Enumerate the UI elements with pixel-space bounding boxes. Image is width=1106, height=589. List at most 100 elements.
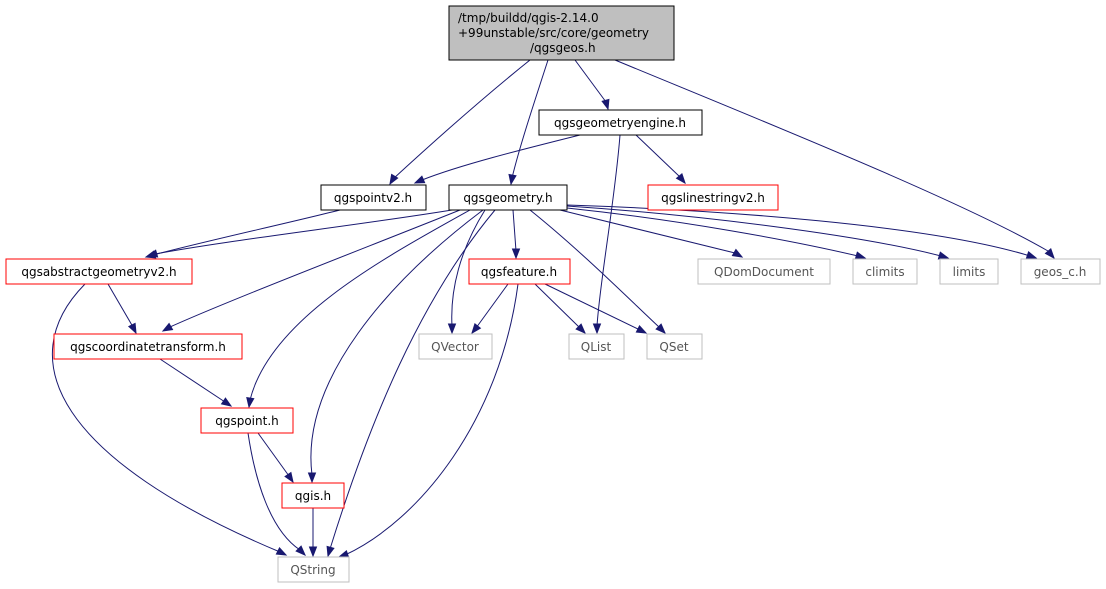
node-box (852, 258, 918, 285)
edge-arrowhead (161, 322, 174, 332)
edge-line (451, 209, 486, 327)
edge-line (154, 209, 453, 255)
node-qgsgeometry-h[interactable]: qgsgeometry.h (448, 184, 568, 211)
node-qvector[interactable]: QVector (418, 333, 493, 360)
node-box (697, 258, 831, 285)
edge-qgsfeature-h-to-qstring (337, 283, 519, 559)
edge-line (614, 59, 1049, 252)
edge-qgsgeometry-h-to-qdomdocument (559, 209, 744, 258)
edge-arrowhead (601, 98, 610, 111)
node-qdomdocument[interactable]: QDomDocument (697, 258, 831, 285)
node-box (568, 333, 625, 360)
edge-root-to-qgsgeometry-h (508, 59, 549, 186)
node-qgslinestringv2-h[interactable]: qgslinestringv2.h (647, 184, 779, 211)
edges-layer (51, 59, 1055, 559)
node-label: qgslinestringv2.h (661, 191, 765, 205)
edge-qgis-h-to-qstring (308, 508, 318, 558)
edge-qgsabstractgeometryv2-h-to-qgscoordinatetransform-h (107, 283, 137, 335)
node-label: QSet (659, 340, 688, 354)
edge-arrowhead (731, 248, 744, 258)
edge-line (511, 59, 549, 179)
edge-arrowhead (655, 323, 666, 334)
edge-qgsgeometryengine-h-to-qgspointv2-h (413, 134, 581, 184)
edge-arrowhead (592, 323, 602, 335)
node-box (200, 407, 294, 434)
node-qgsabstractgeometryv2-h[interactable]: qgsabstractgeometryv2.h (5, 258, 193, 285)
edge-root-to-qgsgeometryengine-h (574, 59, 610, 111)
node-label: QDomDocument (714, 265, 814, 279)
node-qgis-h[interactable]: qgis.h (281, 482, 345, 509)
node-qstring[interactable]: QString (277, 556, 350, 583)
edge-qgsgeometry-h-to-qgsabstractgeometryv2-h (146, 209, 453, 258)
edge-line (169, 209, 461, 328)
edge-line (159, 358, 226, 403)
edge-arrowhead (307, 472, 317, 484)
node-qlist[interactable]: QList (568, 333, 625, 360)
edge-qgsgeometry-h-to-qgscoordinatetransform-h (161, 209, 461, 332)
node-label: qgsfeature.h (481, 265, 557, 279)
edge-line (51, 283, 281, 553)
node-qgsfeature-h[interactable]: qgsfeature.h (468, 258, 571, 285)
node-qgsgeometryengine-h[interactable]: qgsgeometryengine.h (538, 109, 703, 136)
edge-arrowhead (295, 545, 306, 556)
node-label: climits (865, 265, 904, 279)
node-box (646, 333, 703, 360)
node-qset[interactable]: QSet (646, 333, 703, 360)
node-label: qgscoordinatetransform.h (70, 340, 226, 354)
node-label: QList (581, 340, 612, 354)
edge-arrowhead (220, 397, 233, 407)
node-label: geos_c.h (1034, 265, 1087, 279)
edge-arrowhead (308, 546, 318, 558)
node-label: QString (290, 563, 335, 577)
edge-qgspoint-h-to-qgis-h (257, 432, 294, 484)
edge-arrowhead (127, 322, 137, 335)
edge-line (635, 134, 681, 178)
edge-arrowhead (575, 323, 586, 334)
edge-arrowhead (146, 249, 159, 258)
edge-line (107, 283, 134, 328)
edge-line (152, 209, 341, 256)
node-qgspointv2-h[interactable]: qgspointv2.h (320, 184, 427, 211)
edge-line (559, 209, 736, 254)
node-qgscoordinatetransform-h[interactable]: qgscoordinatetransform.h (53, 333, 243, 360)
edge-qgsgeometry-h-to-qgsfeature-h (511, 209, 521, 260)
root-label-line-1: /tmp/buildd/qgis-2.14.0 (458, 11, 599, 25)
edge-qgsgeometry-h-to-climits (566, 207, 867, 260)
edge-line (566, 204, 1031, 257)
node-geos-c-h[interactable]: geos_c.h (1020, 258, 1101, 285)
edge-arrowhead (854, 251, 867, 260)
edge-line (529, 209, 661, 329)
node-label: qgsabstractgeometryv2.h (21, 265, 176, 279)
node-box (418, 333, 493, 360)
node-label: QVector (431, 340, 479, 354)
edge-arrowhead (508, 173, 517, 186)
node-box (5, 258, 193, 285)
edge-qgsgeometryengine-h-to-qgslinestringv2-h (635, 134, 686, 185)
edge-qgsgeometry-h-to-qgis-h (307, 209, 484, 484)
edge-arrowhead (337, 549, 350, 559)
node-label: limits (953, 265, 986, 279)
edge-arrowhead (937, 251, 950, 260)
edge-qgscoordinatetransform-h-to-qgspoint-h (159, 358, 233, 407)
edge-line (574, 59, 607, 103)
edge-line (566, 205, 942, 257)
edge-line (329, 209, 496, 550)
edge-qgsgeometry-h-to-qgspoint-h (246, 209, 471, 409)
node-box (1020, 258, 1101, 285)
node-label: qgspoint.h (215, 414, 279, 428)
node-box (647, 184, 779, 211)
edge-qgsgeometry-h-to-geos-c-h (566, 204, 1038, 260)
node-limits[interactable]: limits (939, 258, 999, 285)
edge-arrowhead (1044, 248, 1055, 260)
edge-arrowhead (275, 546, 288, 556)
node-qgspoint-h[interactable]: qgspoint.h (200, 407, 294, 434)
node-label: qgspointv2.h (334, 191, 412, 205)
node-box (320, 184, 427, 211)
edge-line (247, 432, 301, 551)
node-climits[interactable]: climits (852, 258, 918, 285)
edge-arrowhead (413, 175, 426, 184)
node-qgsgeos-h-root[interactable]: /tmp/buildd/qgis-2.14.0 +99unstable/src/… (448, 5, 675, 61)
edge-qgsfeature-h-to-qset (544, 283, 648, 334)
edge-arrowhead (284, 471, 294, 484)
edge-line (566, 207, 859, 257)
